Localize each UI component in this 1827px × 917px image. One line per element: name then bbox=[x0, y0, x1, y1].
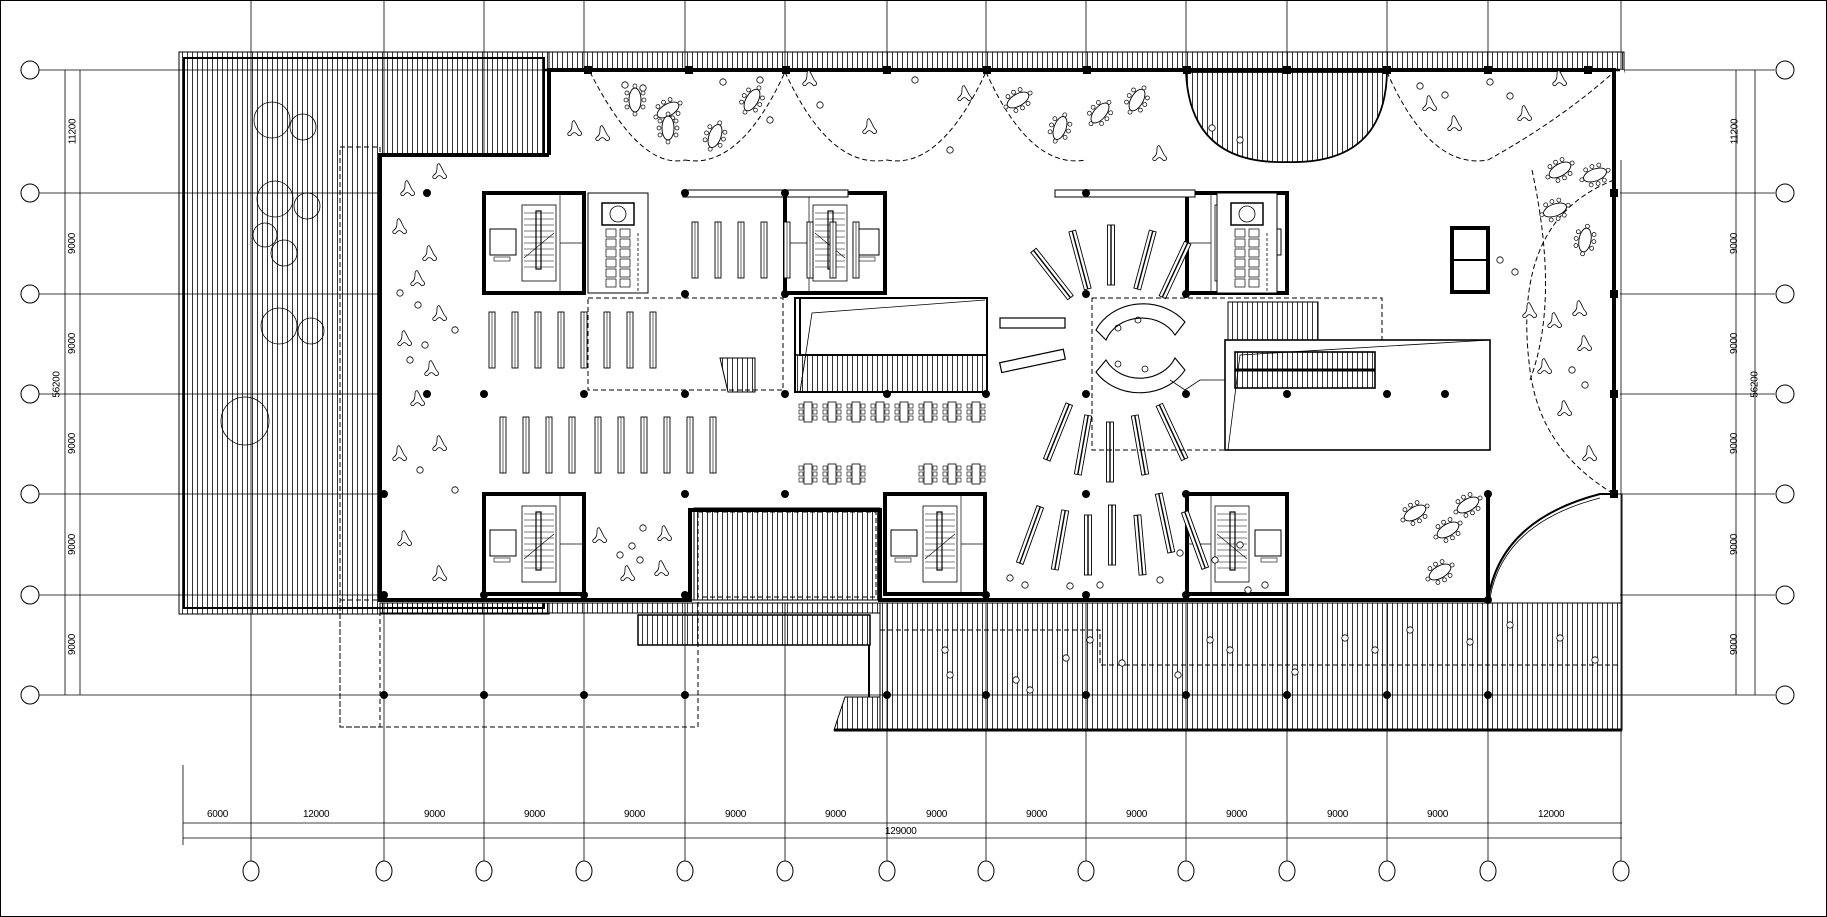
dim-bottom-1: 12000 bbox=[303, 809, 330, 820]
dim-bottom-12: 9000 bbox=[1427, 809, 1449, 820]
canopy-outline bbox=[339, 599, 699, 728]
dim-bottom-11: 9000 bbox=[1327, 809, 1349, 820]
west-lounge bbox=[392, 163, 459, 582]
dim-left-total: 56200 bbox=[51, 371, 63, 398]
dim-left-2: 9000 bbox=[67, 332, 79, 355]
dim-bottom-7: 9000 bbox=[926, 809, 948, 820]
axis-bubbles bbox=[20, 60, 1795, 882]
south-terrace bbox=[379, 493, 1623, 732]
dim-right-2: 9000 bbox=[1729, 332, 1741, 355]
stair-cores bbox=[482, 191, 1490, 596]
structural-columns bbox=[380, 66, 1618, 699]
dim-left-4: 9000 bbox=[67, 533, 79, 556]
east-reading-zone bbox=[1395, 256, 1614, 601]
dim-bottom-6: 9000 bbox=[825, 809, 847, 820]
dim-right-0: 11200 bbox=[1729, 118, 1741, 145]
dim-right-4: 9000 bbox=[1729, 533, 1741, 556]
north-reading-zone bbox=[567, 70, 1615, 495]
atrium-void bbox=[587, 297, 988, 393]
dim-bottom-5: 9000 bbox=[725, 809, 747, 820]
dim-bottom-0: 6000 bbox=[207, 809, 229, 820]
dim-left-1: 9000 bbox=[67, 232, 79, 255]
dim-bottom-4: 9000 bbox=[624, 809, 646, 820]
axis-bubble-left bbox=[20, 60, 40, 705]
dim-bottom-2: 9000 bbox=[424, 809, 446, 820]
dim-bottom-total: 129000 bbox=[885, 826, 917, 837]
dim-bottom-9: 9000 bbox=[1126, 809, 1148, 820]
dim-bottom-10: 9000 bbox=[1226, 809, 1248, 820]
dim-left-0: 11200 bbox=[67, 118, 79, 145]
dim-right-1: 9000 bbox=[1729, 232, 1741, 255]
tree-icon bbox=[220, 101, 325, 446]
dim-bottom-8: 9000 bbox=[1026, 809, 1048, 820]
dim-bottom-13: 12000 bbox=[1538, 809, 1565, 820]
axis-bubble-right bbox=[1775, 60, 1795, 705]
axis-bubble-bottom bbox=[242, 860, 1630, 882]
dim-right-total: 56200 bbox=[1749, 371, 1761, 398]
dim-right-3: 9000 bbox=[1729, 432, 1741, 455]
dim-bottom-3: 9000 bbox=[524, 809, 546, 820]
escalators bbox=[1224, 301, 1491, 451]
dimension-lines bbox=[64, 70, 1756, 845]
dim-left-5: 9000 bbox=[67, 633, 79, 656]
dim-right-5: 9000 bbox=[1729, 633, 1741, 656]
dim-left-3: 9000 bbox=[67, 432, 79, 455]
circulation-desk bbox=[1095, 303, 1232, 394]
